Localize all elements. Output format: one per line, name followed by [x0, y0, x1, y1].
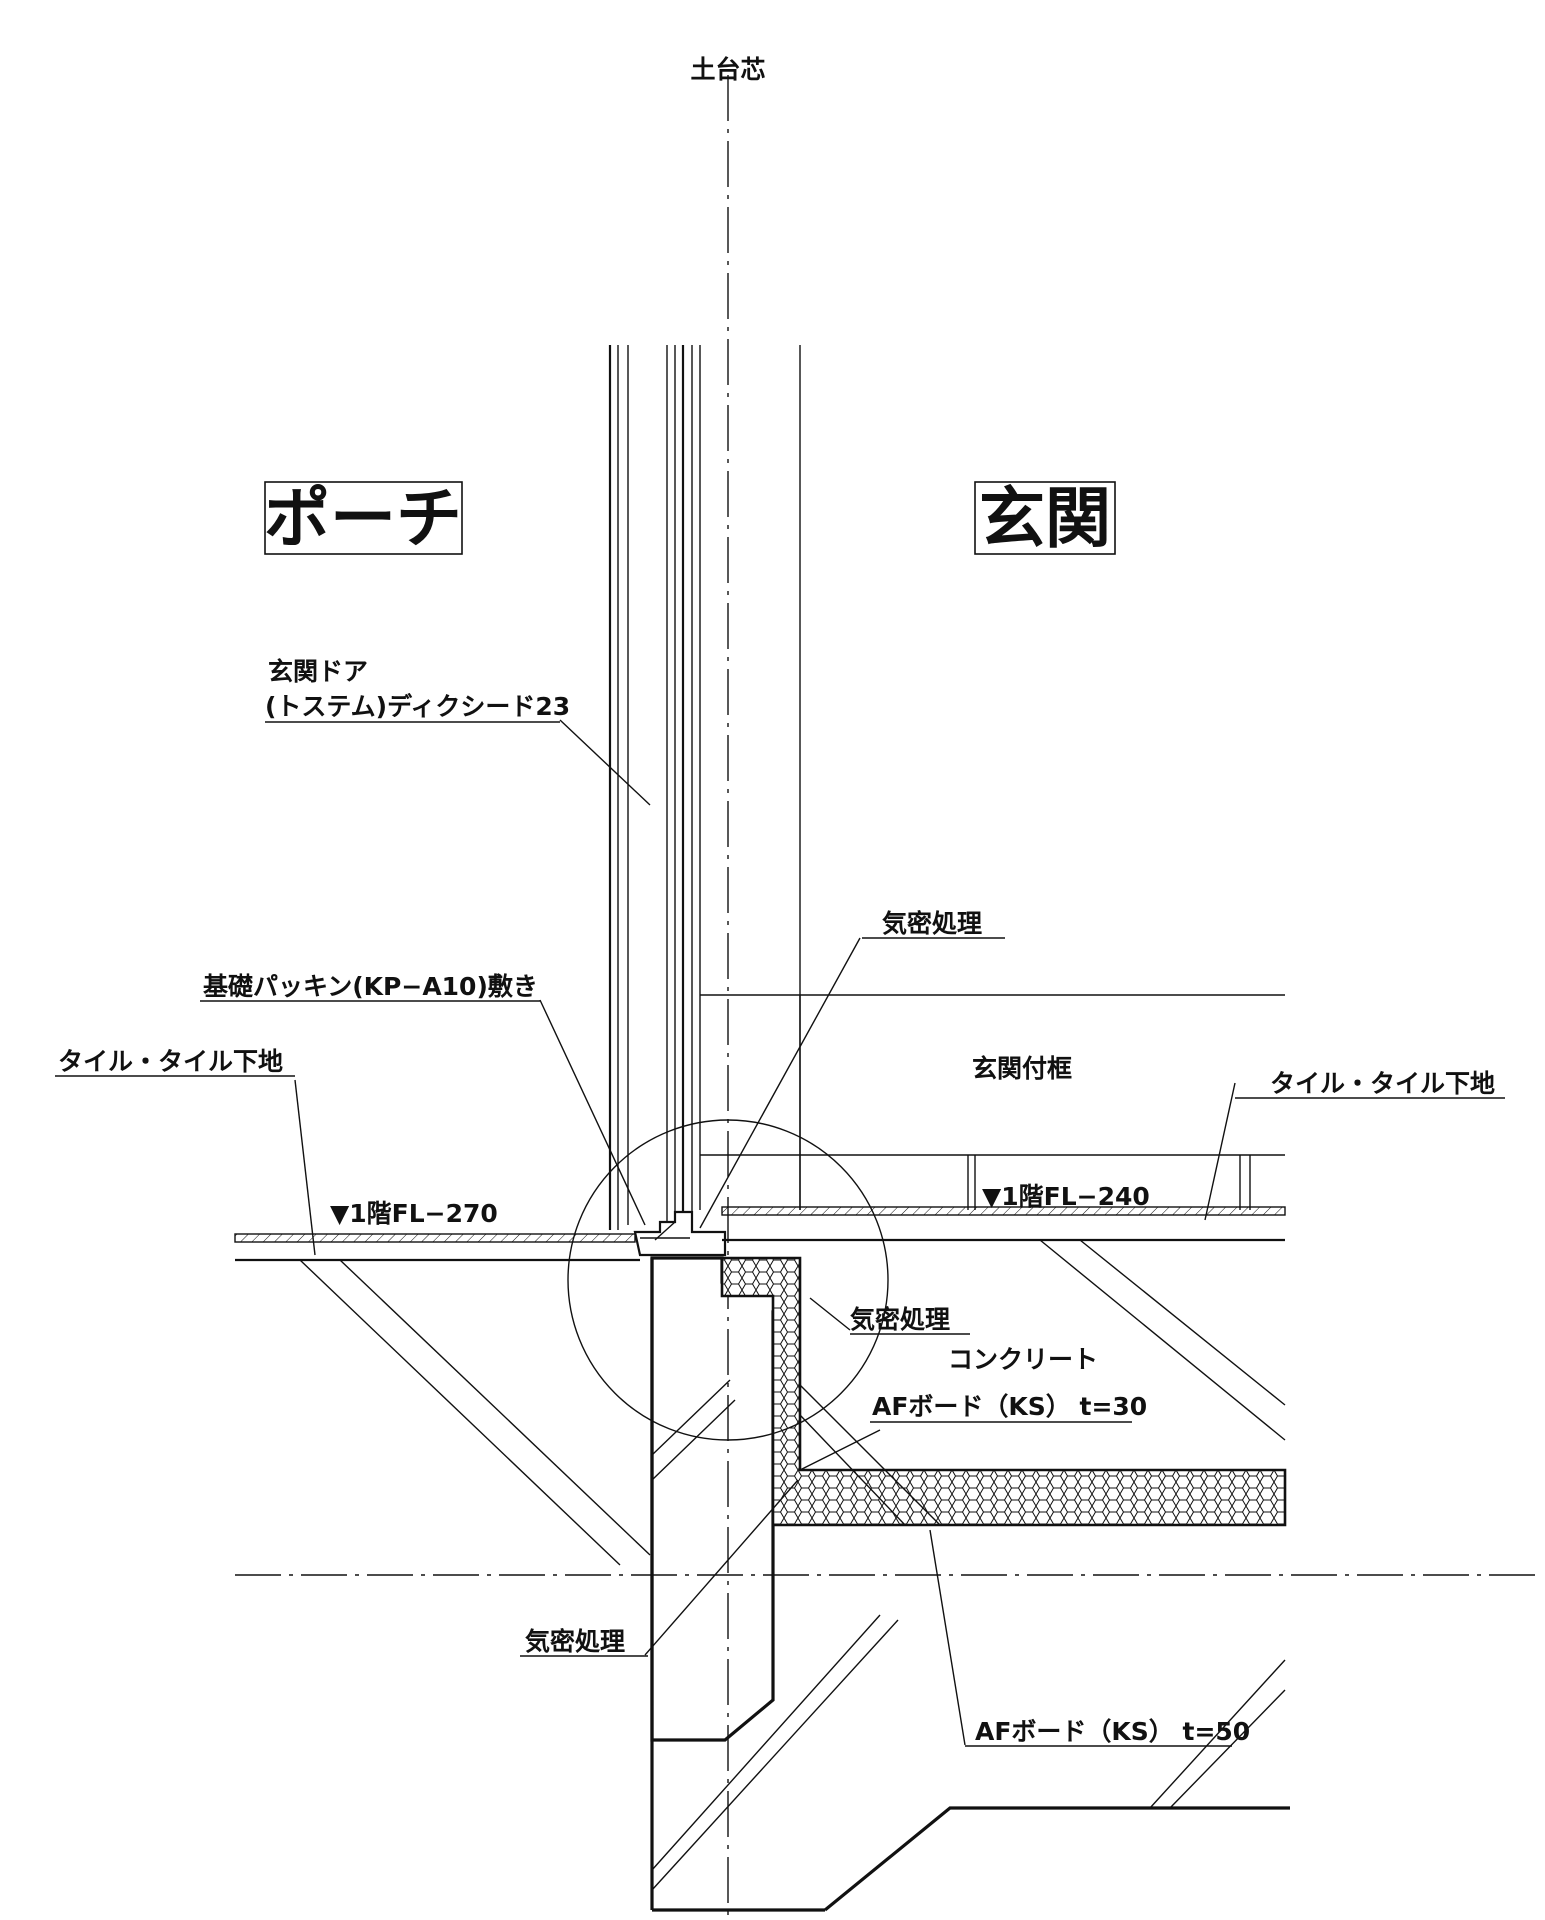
leader-lines [294, 719, 1236, 1746]
detail-circle [567, 1119, 889, 1441]
board50-label: AFボード（KS） t=50 [975, 1717, 1250, 1746]
level-label-right: ▼1階FL−240 [982, 1182, 1150, 1211]
level-label-left: ▼1階FL−270 [330, 1199, 498, 1228]
tile-label-left: タイル・タイル下地 [58, 1047, 283, 1076]
door-sill [633, 1210, 727, 1257]
concrete-label: コンクリート [948, 1345, 1098, 1374]
entrance-label: 玄関 [979, 480, 1111, 557]
door-label-line1: 玄関ドア [268, 657, 368, 686]
frame-label: 玄関付框 [972, 1054, 1072, 1083]
door-label-line2: (トステム)ディクシード23 [265, 692, 570, 721]
centerline-label: 土台芯 [690, 55, 765, 84]
af-board-30 [720, 1256, 1287, 1527]
airtight-label-top: 気密処理 [882, 909, 982, 938]
hatch-lines [299, 1239, 1286, 1891]
porch-box [264, 481, 463, 555]
entrance-frame [700, 994, 1285, 1210]
entrance-box [974, 481, 1116, 555]
tile-layer-right [721, 1206, 1286, 1216]
tile-layer-left [234, 1233, 636, 1243]
airtight-label-mid: 気密処理 [850, 1305, 950, 1334]
porch-label: ポーチ [264, 480, 462, 557]
airtight-label-low: 気密処理 [525, 1627, 625, 1656]
tile-label-right: タイル・タイル下地 [1270, 1069, 1495, 1098]
packing-label: 基礎パッキン(KP−A10)敷き [203, 972, 538, 1001]
board30-label: AFボード（KS） t=30 [872, 1392, 1147, 1421]
